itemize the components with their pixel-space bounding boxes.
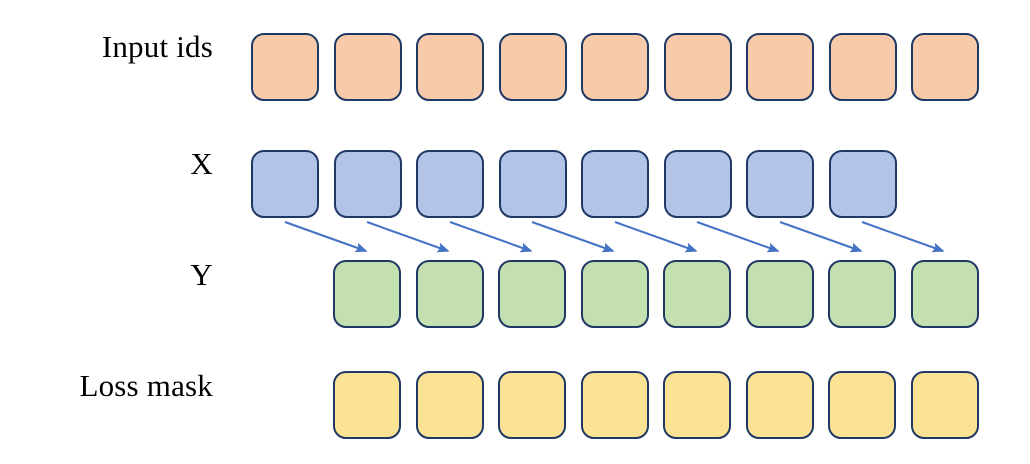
cell-x-4: [581, 150, 649, 218]
shift-arrow: [779, 221, 863, 253]
cell-x-6: [746, 150, 814, 218]
shift-arrow: [284, 221, 368, 253]
cell-input-ids-6: [746, 33, 814, 101]
cell-input-ids-3: [498, 33, 567, 101]
cell-y-2: [498, 260, 566, 328]
cell-loss-mask-3: [580, 371, 649, 439]
cell-loss-mask-1: [415, 371, 484, 439]
cell-x-5: [663, 150, 732, 218]
cell-input-ids-2: [416, 33, 484, 101]
cell-x-3: [498, 150, 567, 218]
cell-loss-mask-5: [745, 371, 814, 439]
row-label-x: X: [190, 146, 213, 181]
cell-loss-mask-2: [498, 371, 566, 439]
cell-y-5: [745, 260, 814, 328]
cell-y-1: [415, 260, 484, 328]
shift-arrow: [531, 221, 615, 253]
cell-loss-mask-6: [828, 371, 896, 439]
cell-x-1: [333, 150, 402, 218]
cell-y-0: [333, 260, 401, 328]
cell-loss-mask-7: [910, 371, 979, 439]
cell-x-2: [416, 150, 484, 218]
cell-input-ids-7: [828, 33, 897, 101]
shift-arrow: [861, 221, 945, 253]
cell-loss-mask-0: [333, 371, 401, 439]
cell-input-ids-8: [911, 33, 979, 101]
row-label-input-ids: Input ids: [101, 29, 213, 64]
shift-arrow: [449, 221, 533, 253]
cell-x-7: [828, 150, 897, 218]
shift-arrow: [366, 221, 450, 253]
row-label-y: Y: [190, 257, 213, 292]
shift-arrow: [696, 221, 780, 253]
cell-loss-mask-4: [663, 371, 731, 439]
shift-arrow: [614, 221, 698, 253]
cell-input-ids-4: [581, 33, 649, 101]
cell-x-0: [251, 150, 319, 218]
cell-y-6: [828, 260, 896, 328]
cell-y-3: [580, 260, 649, 328]
cell-y-7: [910, 260, 979, 328]
cell-input-ids-1: [333, 33, 402, 101]
cell-input-ids-0: [251, 33, 319, 101]
row-label-loss-mask: Loss mask: [79, 368, 213, 403]
cell-input-ids-5: [663, 33, 732, 101]
cell-y-4: [663, 260, 731, 328]
